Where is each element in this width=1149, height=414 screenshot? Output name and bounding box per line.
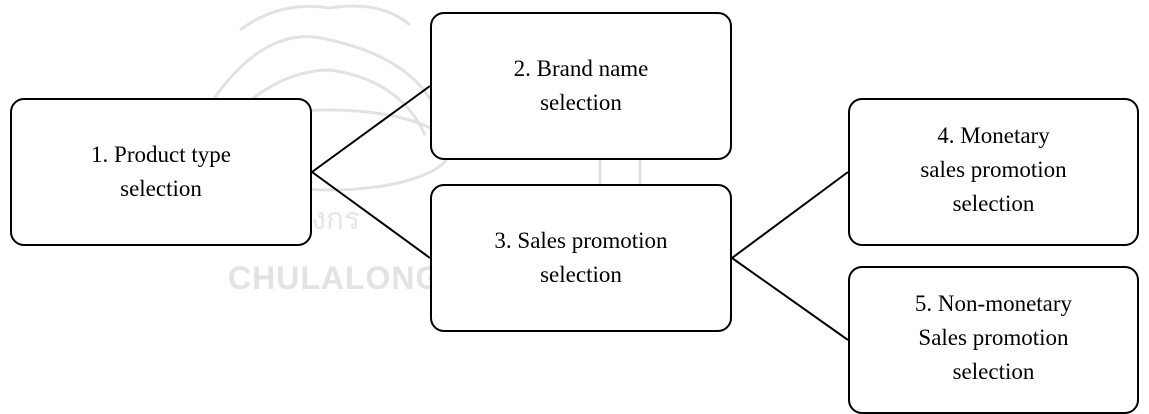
- node-label: 5. Non-monetary Sales promotion selectio…: [914, 291, 1073, 384]
- node-label: 4. Monetary sales promotion selection: [920, 123, 1067, 216]
- node-non-monetary-sales-promotion-selection: 5. Non-monetary Sales promotion selectio…: [848, 266, 1139, 414]
- node-monetary-sales-promotion-selection: 4. Monetary sales promotion selection: [848, 98, 1139, 246]
- node-label: 2. Brand name selection: [513, 56, 649, 115]
- node-label: 3. Sales promotion selection: [494, 228, 668, 287]
- connector-1-to-3: [311, 171, 431, 259]
- node-product-type-selection: 1. Product type selection: [10, 98, 312, 246]
- node-brand-name-selection: 2. Brand name selection: [430, 12, 732, 160]
- connector-3-to-5: [731, 257, 849, 341]
- node-label: 1. Product type selection: [91, 142, 231, 201]
- node-sales-promotion-selection: 3. Sales promotion selection: [430, 184, 732, 332]
- connector-1-to-2: [311, 85, 431, 173]
- connector-3-to-4: [731, 171, 849, 259]
